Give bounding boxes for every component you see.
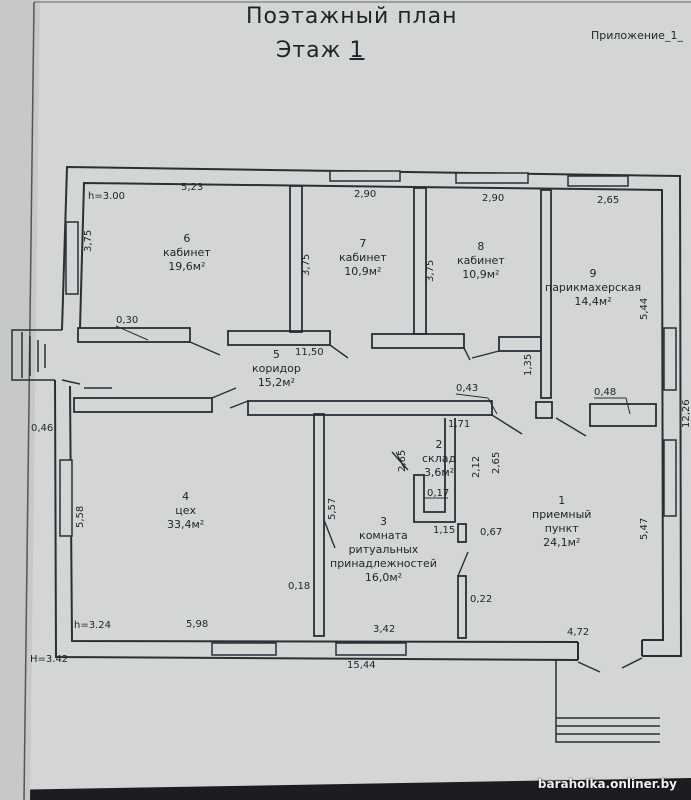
dim-265-left: 2,65	[397, 449, 408, 472]
room-area: 19,6м²	[168, 260, 206, 273]
room-number: 9	[589, 267, 597, 280]
dim-room3-depth: 5,57	[327, 497, 338, 520]
room-name-line2: пункт	[544, 522, 579, 535]
dim-265-right: 2,65	[491, 451, 502, 474]
dim-room8-width: 2,90	[482, 193, 505, 204]
room-4-label: 4 цех 33,4м²	[167, 490, 204, 532]
dim-room8-depth: 3,75	[425, 259, 436, 282]
total-height-label: H=3.42	[30, 654, 69, 665]
dim-017: 0,17	[427, 488, 450, 499]
dim-corridor-length: 11,50	[295, 347, 324, 358]
dim-room6-depth: 3,75	[83, 229, 94, 252]
room-area: 24,1м²	[543, 536, 581, 549]
room-name-line1: приемный	[532, 508, 592, 521]
room-1-label: 1 приемный пункт 24,1м²	[532, 494, 591, 550]
watermark: baraholka.onliner.by	[537, 777, 677, 791]
room-7-label: 7 кабинет 10,9м²	[339, 237, 387, 279]
binding-strip	[0, 0, 40, 800]
room-name-line1: комната	[359, 529, 408, 542]
room-5-label: 5 коридор 15,2м²	[252, 348, 301, 390]
windows	[59, 170, 677, 656]
dim-total-width: 15,44	[347, 660, 376, 671]
floor-title: Этаж 1	[276, 40, 364, 62]
room-area: 3,6м²	[423, 466, 455, 479]
room-number: 3	[379, 515, 387, 528]
room-9-label: 9 парикмахерская 14,4м²	[545, 267, 641, 309]
room-number: 5	[272, 348, 280, 361]
dim-wall-030: 0,30	[116, 315, 139, 326]
interior-walls	[73, 185, 657, 639]
room-number: 1	[558, 494, 566, 507]
dim-room4-width: 5,98	[186, 619, 209, 630]
dim-046: 0,46	[31, 423, 54, 434]
floor-number: 1	[349, 38, 365, 63]
room-name-line2: ритуальных	[348, 543, 419, 556]
dim-171: 1,71	[448, 419, 471, 430]
dim-room4-depth: 5,58	[75, 505, 86, 528]
room-number: 6	[183, 232, 191, 245]
dim-048: 0,48	[594, 387, 617, 398]
dim-room9-width: 2,65	[597, 195, 620, 206]
dim-total-height: 12,26	[681, 399, 691, 428]
dim-room1-width: 4,72	[567, 627, 590, 638]
height-top-label: h=3.00	[88, 191, 125, 202]
dim-043: 0,43	[456, 383, 479, 394]
dim-212: 2,12	[471, 455, 482, 478]
appendix-label: Приложение_1_	[591, 29, 683, 42]
room-number: 2	[435, 438, 443, 451]
sheet-border-left	[23, 1, 35, 800]
dim-115: 1,15	[433, 525, 456, 536]
dim-room1-depth: 5,47	[639, 517, 650, 540]
dim-room7-width: 2,90	[354, 189, 377, 200]
leader-lines	[115, 325, 631, 499]
room-area: 33,4м²	[167, 518, 205, 531]
dim-067: 0,67	[480, 527, 503, 538]
room-name: цех	[175, 504, 196, 517]
room-name: кабинет	[163, 246, 211, 259]
plan-title: Поэтажный план	[246, 4, 458, 29]
floor-label: Этаж	[276, 38, 350, 63]
dim-022: 0,22	[470, 594, 493, 605]
room-6-label: 6 кабинет 19,6м²	[163, 232, 211, 274]
room-area: 15,2м²	[257, 376, 296, 389]
room-8-label: 8 кабинет 10,9м²	[457, 240, 505, 282]
room-number: 8	[477, 240, 485, 253]
room-area: 16,0м²	[364, 571, 403, 584]
room-name: коридор	[252, 362, 301, 375]
room-area: 10,9м²	[462, 268, 500, 281]
room-name: кабинет	[457, 254, 505, 267]
left-entrance	[11, 329, 81, 385]
room-name-line3: принадлежностей	[330, 557, 437, 570]
dim-135: 1,35	[523, 353, 534, 376]
room-3-label: 3 комната ритуальных принадлежностей 16,…	[330, 515, 437, 585]
room-area: 10,9м²	[344, 265, 382, 278]
room-name: кабинет	[339, 251, 387, 264]
room-number: 7	[359, 237, 367, 250]
dim-room9-depth: 5,44	[639, 297, 650, 320]
room-2-label: 2 склад 3,6м²	[422, 438, 456, 480]
dim-room7-depth: 3,75	[301, 253, 312, 276]
room-name: склад	[422, 452, 457, 465]
room-number: 4	[182, 490, 190, 503]
dim-room3-width: 3,42	[373, 624, 396, 635]
room-area: 14,4м²	[574, 295, 612, 308]
room-name: парикмахерская	[545, 281, 642, 294]
dim-018: 0,18	[288, 581, 311, 592]
bottom-entrance	[555, 657, 660, 743]
height-bottom-label: h=3.24	[74, 620, 111, 631]
dim-room6-width: 5,23	[181, 182, 204, 193]
